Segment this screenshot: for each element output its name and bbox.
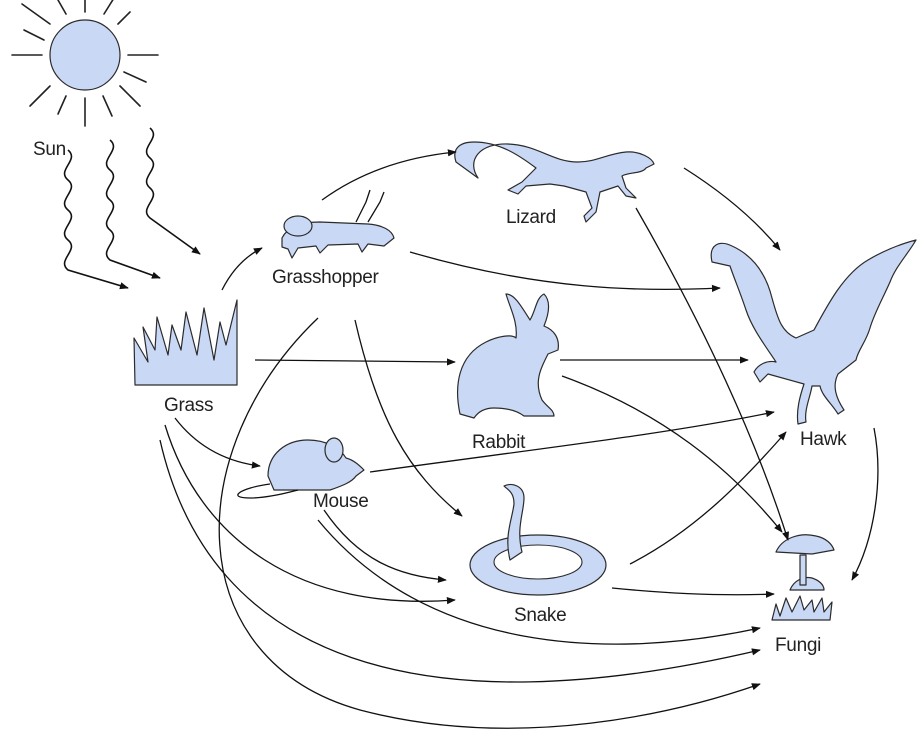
sun-icon [11,0,159,127]
grass-icon [133,299,238,386]
label-grass: Grass [164,395,214,416]
label-hawk: Hawk [800,429,847,450]
fungi-icon [771,534,835,621]
label-snake: Snake [514,605,567,626]
label-mouse: Mouse [313,491,369,512]
label-rabbit: Rabbit [472,432,526,453]
label-fungi: Fungi [775,635,822,656]
grasshopper-icon [281,189,395,259]
feeding-arrows [159,149,879,729]
label-sun: Sun [33,139,66,160]
lizard-icon [454,141,655,223]
label-grasshopper: Grasshopper [272,267,379,288]
snake-icon [469,483,607,596]
hawk-icon [710,239,917,425]
rabbit-icon [457,293,559,419]
mouse-icon [237,437,365,499]
label-lizard: Lizard [506,207,556,228]
sunlight-rays [63,127,201,290]
